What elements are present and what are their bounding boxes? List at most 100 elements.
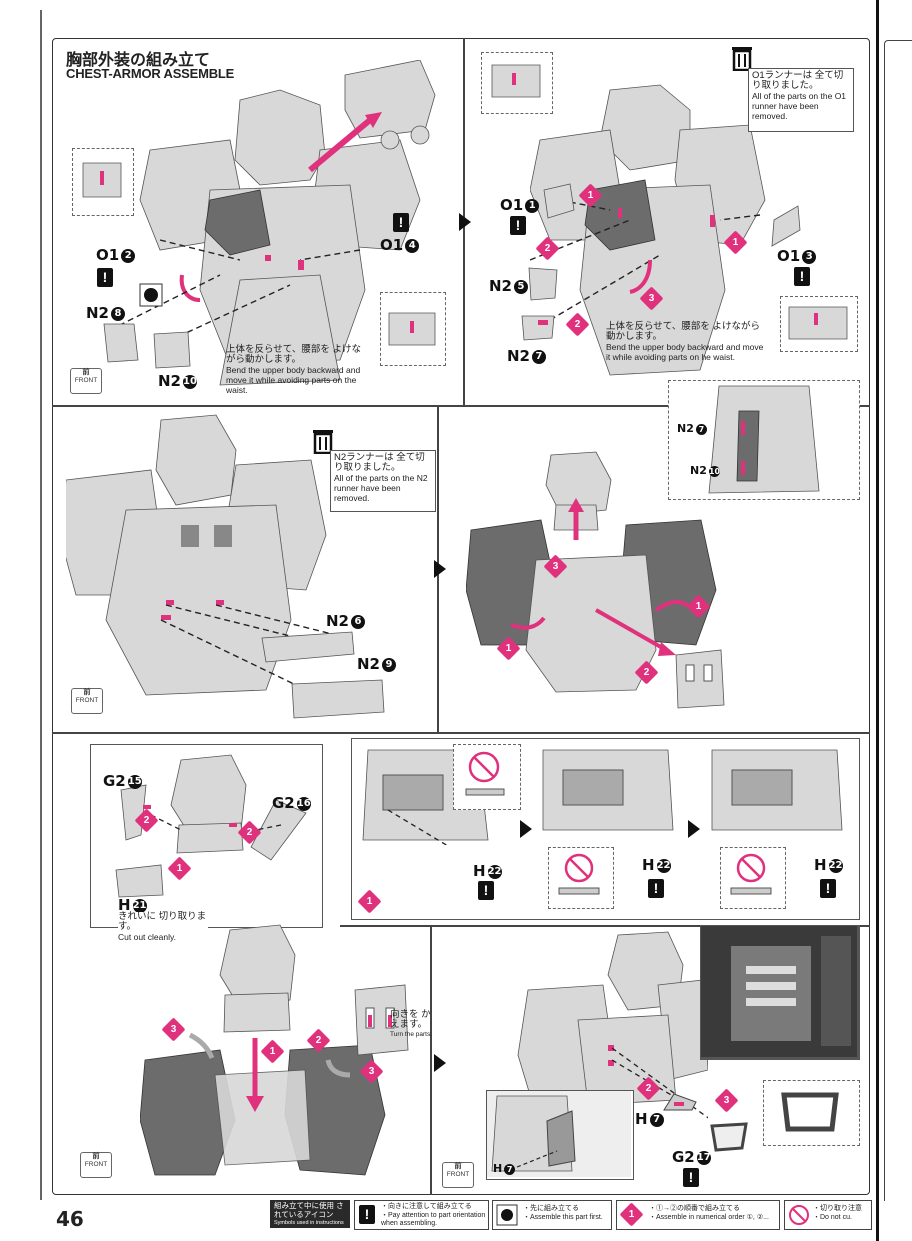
no-cut-detail: [720, 847, 786, 909]
robot-chest-diagram-2: [530, 84, 766, 376]
part-n2-10-shape: [153, 331, 191, 369]
part-g2-17-shape: [710, 1122, 748, 1152]
legend-assemble-first: ・先に組み立てる・Assemble this part first.: [492, 1200, 612, 1230]
divider: [52, 405, 870, 407]
part-n2-7-shape: [521, 315, 555, 341]
step-badge: 1: [723, 230, 748, 255]
orientation-warning-icon: !: [510, 216, 526, 235]
frame-detail-2: [542, 749, 674, 831]
robot-frame-diagram: [517, 931, 708, 1119]
legend-do-not-cut: ・切り取り注意・Do not cu.: [784, 1200, 872, 1230]
orientation-warning-icon: !: [97, 268, 113, 287]
step-badge: 1: [167, 856, 192, 881]
part-detail-o1-2: [72, 148, 134, 216]
step-badge: 3: [714, 1088, 739, 1113]
part-n2-9-shape: [291, 679, 385, 719]
runner-removed-note-o1: O1ランナーは 全て切り取りました。All of the parts on th…: [748, 68, 854, 132]
no-cut-icon: [789, 1205, 809, 1225]
orientation-warning-icon: !: [794, 267, 810, 286]
orientation-warning-icon: !: [393, 213, 409, 232]
part-detail-o1-4: [380, 292, 446, 366]
step-badge-icon: 1: [619, 1202, 644, 1227]
next-page-strip: [876, 0, 912, 1241]
part-detail-o1-1: [481, 52, 553, 114]
next-step-arrow: [459, 213, 471, 231]
orientation-warning-icon: !: [820, 879, 836, 898]
assemble-first-icon: [496, 1204, 518, 1226]
orientation-warning-icon: !: [359, 1205, 375, 1224]
step-badge: 2: [134, 808, 159, 833]
step-badge: 2: [237, 820, 262, 845]
step-badge: 1: [260, 1039, 285, 1064]
part-detail-g2-17: [763, 1080, 860, 1146]
instruction-frame: [52, 38, 870, 1195]
step-badge: 1: [686, 594, 711, 619]
legend-orientation: ! ・向きに注意して組み立てる・Pay attention to part or…: [354, 1200, 489, 1230]
part-n2-6-shape: [261, 631, 355, 663]
part-n2-5-shape: [528, 267, 558, 301]
step-badge: 2: [634, 660, 659, 685]
bend-body-note: 上体を反らせて、腰部を よけながら動かします。Bend the upper bo…: [226, 344, 361, 396]
head-assembly-panel: [90, 744, 323, 928]
robot-torso-diagram-3: [66, 414, 337, 696]
page-edge-line: [40, 10, 42, 1200]
step-badge: 2: [535, 236, 560, 261]
step-badge: 3: [639, 286, 664, 311]
orientation-warning-icon: !: [683, 1168, 699, 1187]
orientation-warning-icon: !: [478, 881, 494, 900]
next-step-arrow: [434, 1054, 446, 1072]
robot-reassembly-diagram: [140, 924, 409, 1176]
part-n2-8-shape: [103, 323, 139, 363]
runner-removed-note-n2: N2ランナーは 全て切り取りました。All of the parts on th…: [330, 450, 436, 512]
bend-body-note: 上体を反らせて、腰部を よけながら動かします。Bend the upper bo…: [606, 321, 764, 363]
page-title-jp: 胸部外装の組み立て: [66, 52, 211, 69]
divider: [340, 925, 870, 927]
step-badge: 3: [543, 554, 568, 579]
divider: [430, 925, 432, 1195]
orientation-warning-icon: !: [648, 879, 664, 898]
assemble-first-icon: [139, 283, 163, 307]
part-o1-3-shape: [771, 205, 801, 247]
step-badge: 1: [578, 183, 603, 208]
next-step-arrow: [520, 820, 532, 838]
step-badge: 2: [565, 312, 590, 337]
part-h-7-shape: [663, 1093, 697, 1111]
robot-disassembly-diagram: [466, 451, 725, 709]
step-badge: 1: [496, 636, 521, 661]
part-o1-1-shape: [543, 183, 575, 219]
divider: [52, 732, 870, 734]
detail-view-n2-parts: [668, 380, 860, 500]
step-badge: 2: [306, 1028, 331, 1053]
trash-icon: [732, 47, 752, 71]
legend-numerical-order: 1 ・①→②の順番で組み立てる・Assemble in numerical or…: [616, 1200, 780, 1230]
trash-icon: [313, 430, 333, 454]
photo-closeup: [700, 925, 860, 1060]
cut-cleanly-note: きれいに 切り取ります。Cut out cleanly.: [118, 911, 208, 942]
step-badge: 3: [161, 1017, 186, 1042]
